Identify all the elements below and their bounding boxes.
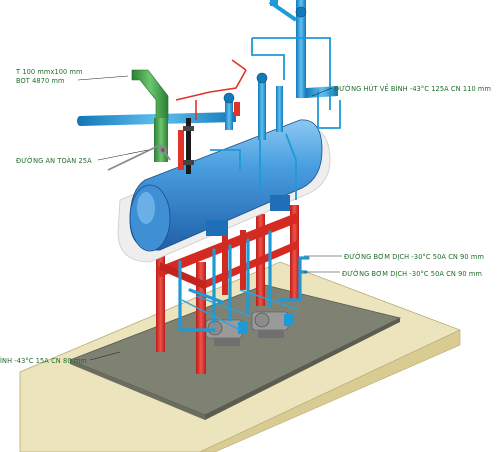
frame-leg-4: [290, 205, 299, 301]
label-bottom-left-line: ÌNH -43°C 15A CN 80 mm: [0, 356, 87, 365]
pump-piping-thin: [181, 289, 301, 331]
steel-slab-edge-left: [70, 360, 205, 420]
receiver-vessel: [117, 119, 331, 263]
steel-slab-edge: [205, 318, 400, 420]
pump-piping: [178, 230, 310, 332]
label-pump-line-1: ĐƯỜNG BƠM DỊCH -30°C 50A CN 90 mm: [344, 252, 484, 261]
leader-lines: [77, 75, 342, 361]
relief-line: [175, 59, 247, 170]
label-header-pipe-bot: BOT 4870 mm: [16, 77, 65, 85]
equalizing-lines: [210, 37, 341, 200]
pump-right: [251, 311, 294, 338]
saddle-2: [270, 195, 290, 211]
label-safety-line: ĐƯỜNG AN TOÀN 25A: [16, 156, 92, 165]
frame-beam-low: [160, 262, 206, 290]
foundation: [19, 261, 462, 452]
label-header-pipe-size: T 100 mmx100 mm: [15, 68, 83, 76]
saddle-1: [206, 220, 228, 236]
pump-left: [205, 319, 248, 346]
level-gauge: [183, 118, 194, 174]
frame-leg-1: [156, 248, 165, 352]
frame-brace-2: [240, 230, 246, 290]
frame-leg-2: [196, 262, 206, 374]
label-pump-line-2: ĐƯỜNG BƠM DỊCH -30°C 50A CN 90 mm: [342, 269, 482, 278]
frame-brace-1: [222, 235, 228, 295]
safety-pipe: [107, 144, 171, 171]
plinth-side-right: [199, 329, 461, 452]
suction-header: [77, 0, 338, 140]
label-suction-return: ĐƯỜNG HÚT VỀ BÌNH -43°C 125A CN 110 mm: [334, 83, 491, 93]
